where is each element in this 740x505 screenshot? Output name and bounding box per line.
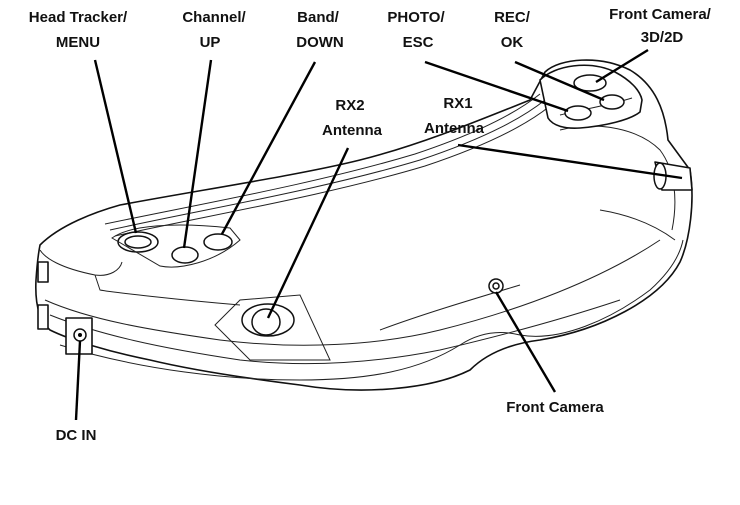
rx1-label: RX1 (443, 95, 472, 112)
head-tracker-label: Head Tracker/ (29, 9, 128, 26)
rx1-label-line2: Antenna (424, 120, 485, 137)
front-camera-mode-label: Front Camera/ (609, 6, 712, 23)
goggle-shell (35, 59, 693, 391)
band-down-button (203, 233, 233, 251)
goggle-body (35, 59, 693, 391)
front-camera-3d2d-button (573, 74, 607, 92)
rec-ok-button (599, 94, 625, 110)
dc-in-jack (73, 328, 87, 342)
band-label-line2: DOWN (296, 34, 344, 51)
photo-esc-button (564, 105, 592, 121)
photo-label-line2: ESC (403, 34, 434, 51)
channel-label: Channel/ (182, 9, 246, 26)
front-camera-mode-label-line2: 3D/2D (641, 29, 684, 46)
photo-label: PHOTO/ (387, 9, 445, 26)
rx2-antenna-connector (241, 303, 295, 337)
callout-labels: Head Tracker/ MENU Channel/ UP Band/ DOW… (29, 6, 712, 444)
front-camera-label: Front Camera (506, 399, 604, 416)
rx2-label-line2: Antenna (322, 122, 383, 139)
dc-in-label: DC IN (56, 427, 97, 444)
buttons-right (564, 74, 625, 121)
channel-up-button (171, 246, 199, 264)
head-tracker-label-line2: MENU (56, 34, 100, 51)
channel-label-line2: UP (200, 34, 221, 51)
leader-lines (74, 48, 683, 421)
front-camera-lens (488, 278, 504, 294)
band-label: Band/ (297, 9, 340, 26)
rec-label-line2: OK (501, 34, 524, 51)
rx2-label: RX2 (335, 97, 364, 114)
rec-label: REC/ (494, 9, 531, 26)
